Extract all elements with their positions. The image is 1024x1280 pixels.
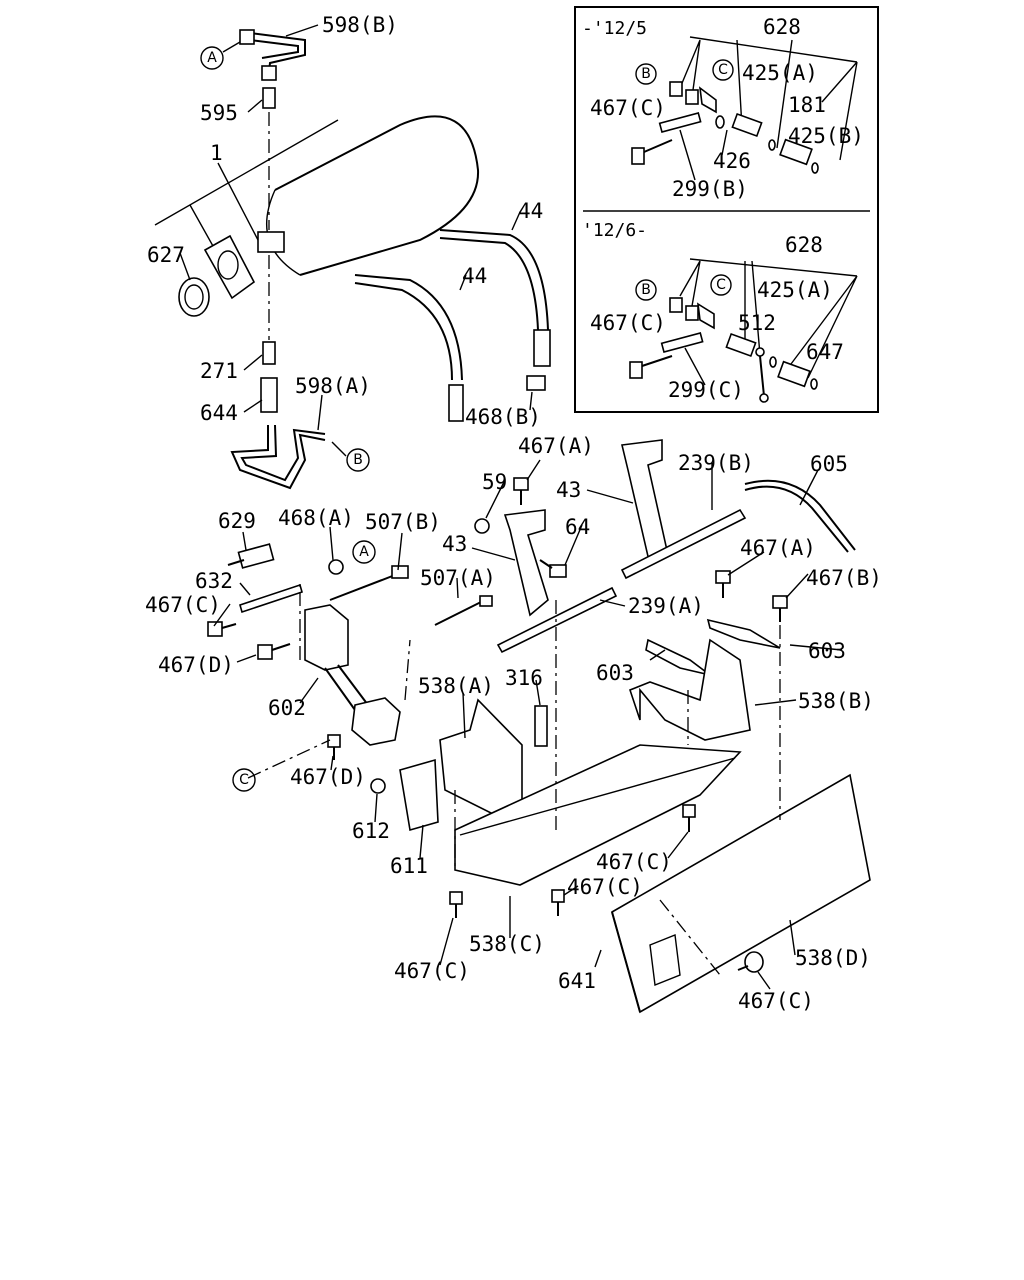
ref-a-mid: A (359, 544, 369, 560)
callout-603-right: 603 (808, 639, 846, 663)
bracket-assembly (474, 439, 856, 741)
callout-538b: 538(B) (798, 689, 874, 713)
cover-panels (247, 600, 871, 1014)
inset-top-label-299b: 299(B) (672, 177, 748, 201)
inset-bottom-label-467c: 467(C) (590, 311, 666, 335)
callout-59: 59 (482, 470, 507, 494)
inset-top-ref-c: C (718, 62, 728, 78)
callout-44-lower: 44 (462, 264, 487, 288)
inset-bottom-range: '12/6- (582, 220, 647, 241)
callout-538d: 538(D) (795, 946, 871, 970)
inset-bottom-label-299c: 299(C) (668, 378, 744, 402)
inset-top-label-426: 426 (713, 149, 751, 173)
callout-507b: 507(B) (365, 510, 441, 534)
callout-467d-lower: 467(D) (290, 765, 366, 789)
callout-239a: 239(A) (628, 594, 704, 618)
callout-1: 1 (210, 141, 223, 165)
callout-507a: 507(A) (420, 566, 496, 590)
callout-595: 595 (200, 101, 238, 125)
inset-bottom-fittings (629, 297, 818, 403)
callout-467c-center: 467(C) (567, 875, 643, 899)
leader-lines (179, 24, 843, 990)
ref-c-lower: C (239, 772, 249, 788)
inset-bottom-label-425a: 425(A) (757, 278, 833, 302)
callout-605: 605 (810, 452, 848, 476)
ref-a-top: A (207, 50, 217, 66)
callout-611: 611 (390, 854, 428, 878)
inset-bottom-ref-c: C (716, 277, 726, 293)
inset-bottom-ref-b: B (641, 282, 651, 298)
air-tank-assembly (154, 32, 480, 490)
callout-467c-bottom-left: 467(C) (394, 959, 470, 983)
inset-top-label-628: 628 (763, 15, 801, 39)
callout-467d-left: 467(D) (158, 653, 234, 677)
callout-598a: 598(A) (295, 374, 371, 398)
ref-b-lower: B (353, 452, 363, 468)
callout-43-lower: 43 (442, 532, 467, 556)
callout-468b: 468(B) (465, 405, 541, 429)
callout-629: 629 (218, 509, 256, 533)
callout-627: 627 (147, 243, 185, 267)
callout-239b: 239(B) (678, 451, 754, 475)
callout-44-upper: 44 (518, 199, 543, 223)
callout-644: 644 (200, 401, 238, 425)
inset-top-label-425a: 425(A) (742, 61, 818, 85)
callout-271: 271 (200, 359, 238, 383)
callout-467a-right: 467(A) (740, 536, 816, 560)
callout-467c-mid: 467(C) (596, 850, 672, 874)
inset-bottom-label-628: 628 (785, 233, 823, 257)
left-bracket-assembly (207, 543, 493, 760)
callout-538a: 538(A) (418, 674, 494, 698)
callout-632: 632 (195, 569, 233, 593)
inset-panel: -'12/5 '12/6- 628 425(A) 181 425(B) 467(… (574, 6, 879, 413)
callout-467a-top: 467(A) (518, 434, 594, 458)
callout-467b: 467(B) (806, 566, 882, 590)
callout-43-upper: 43 (556, 478, 581, 502)
inset-top-fittings (631, 81, 819, 174)
callout-641: 641 (558, 969, 596, 993)
callout-602: 602 (268, 696, 306, 720)
callout-603-left: 603 (596, 661, 634, 685)
reference-markers: A B A C (200, 29, 376, 792)
inset-top-label-425b: 425(B) (788, 124, 864, 148)
callout-64: 64 (565, 515, 590, 539)
hoses (354, 229, 551, 422)
callout-labels: 598(B) 595 1 627 44 44 271 644 598(A) 46… (145, 13, 882, 1013)
inset-top-label-467c: 467(C) (590, 96, 666, 120)
callout-612: 612 (352, 819, 390, 843)
callout-538c: 538(C) (469, 932, 545, 956)
inset-top-range: -'12/5 (582, 18, 647, 39)
callout-467c-bottom-right: 467(C) (738, 989, 814, 1013)
callout-316: 316 (505, 666, 543, 690)
callout-598b: 598(B) (322, 13, 398, 37)
callout-468a: 468(A) (278, 506, 354, 530)
inset-top-label-181: 181 (788, 93, 826, 117)
callout-467c-left: 467(C) (145, 593, 221, 617)
inset-top-ref-b: B (641, 66, 651, 82)
